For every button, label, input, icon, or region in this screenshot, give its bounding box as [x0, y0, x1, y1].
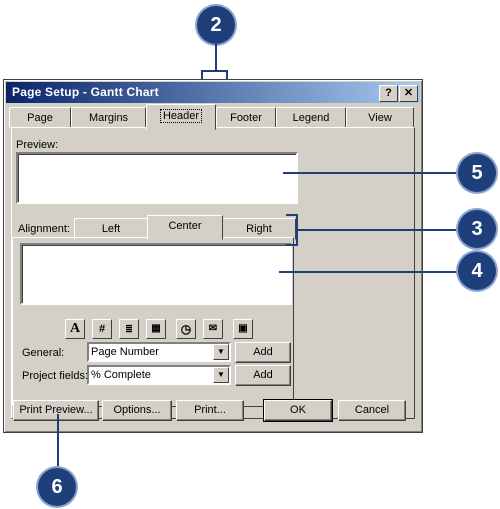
tab-margins[interactable]: Margins [71, 107, 146, 129]
cancel-button[interactable]: Cancel [338, 400, 406, 421]
general-add-label: Add [253, 346, 273, 358]
alignment-tab-center-label: Center [168, 220, 202, 232]
total-pages-icon[interactable]: ≣ [119, 319, 139, 339]
tab-page[interactable]: Page [9, 107, 71, 129]
tab-footer[interactable]: Footer [216, 107, 276, 129]
help-button[interactable]: ? [379, 85, 398, 102]
general-select[interactable]: Page Number ▼ [87, 342, 231, 362]
title-bar: Page Setup - Gantt Chart ? ✕ [6, 82, 420, 103]
print-preview-button[interactable]: Print Preview... [13, 400, 99, 421]
general-label: General: [22, 347, 65, 359]
header-text-box[interactable] [20, 243, 292, 305]
callout-5: 5 [458, 154, 496, 192]
chevron-down-icon[interactable]: ▼ [213, 344, 229, 360]
preview-box [16, 152, 298, 204]
picture-icon[interactable]: ▣ [233, 319, 253, 339]
options-label: Options... [113, 404, 161, 416]
callout-2: 2 [197, 6, 235, 44]
chevron-down-icon[interactable]: ▼ [213, 367, 229, 383]
cancel-label: Cancel [354, 404, 390, 416]
callout-6: 6 [38, 468, 76, 506]
ok-button[interactable]: OK [263, 399, 333, 422]
file-name-icon[interactable]: ✉ [203, 319, 223, 339]
print-preview-label: Print Preview... [19, 404, 93, 416]
project-fields-label: Project fields: [22, 370, 89, 382]
callout-3-bracket-top [286, 214, 298, 216]
preview-label: Preview: [16, 139, 59, 151]
project-fields-add-button[interactable]: Add [235, 365, 291, 386]
ok-label: OK [290, 404, 306, 416]
alignment-tab-center[interactable]: Center [147, 215, 223, 240]
callout-5-line [283, 172, 461, 174]
tab-legend-label: Legend [292, 112, 330, 124]
print-label: Print... [194, 404, 226, 416]
alignment-label: Alignment: [18, 223, 70, 235]
project-fields-add-label: Add [253, 369, 273, 381]
page-setup-dialog: Page Setup - Gantt Chart ? ✕ Page Margin… [3, 79, 423, 433]
callout-3: 3 [458, 210, 496, 248]
tab-legend[interactable]: Legend [276, 107, 346, 129]
tab-view[interactable]: View [346, 107, 414, 129]
print-button[interactable]: Print... [176, 400, 244, 421]
font-icon[interactable]: A [65, 319, 85, 339]
tab-header-label: Header [159, 109, 203, 123]
tab-footer-label: Footer [230, 112, 262, 124]
callout-2-bracket [201, 70, 228, 72]
alignment-tab-right-label: Right [246, 223, 272, 235]
callout-6-line [57, 414, 59, 470]
alignment-tab-left-label: Left [101, 223, 121, 235]
tab-header[interactable]: Header [146, 104, 216, 130]
tab-page-label: Page [27, 112, 53, 124]
callout-4-line [279, 271, 460, 273]
callout-4: 4 [458, 252, 496, 290]
options-button[interactable]: Options... [102, 400, 172, 421]
callout-3-bracket-bottom [286, 244, 298, 246]
tab-view-label: View [368, 112, 392, 124]
callout-3-line [298, 229, 460, 231]
callout-2-stem [215, 44, 217, 70]
general-add-button[interactable]: Add [235, 342, 291, 363]
date-icon[interactable]: ▦ [146, 319, 166, 339]
project-fields-select[interactable]: % Complete ▼ [87, 365, 231, 385]
general-select-value: Page Number [91, 346, 159, 358]
alignment-tab-right[interactable]: Right [222, 218, 296, 240]
dialog-title: Page Setup - Gantt Chart [12, 85, 159, 99]
alignment-tab-left[interactable]: Left [74, 218, 148, 240]
close-button[interactable]: ✕ [399, 85, 418, 102]
page-number-icon[interactable]: # [92, 319, 112, 339]
time-icon[interactable]: ◷ [176, 319, 196, 339]
tab-margins-label: Margins [88, 112, 129, 124]
project-fields-select-value: % Complete [91, 369, 151, 381]
callout-3-bracket-side [296, 214, 298, 246]
